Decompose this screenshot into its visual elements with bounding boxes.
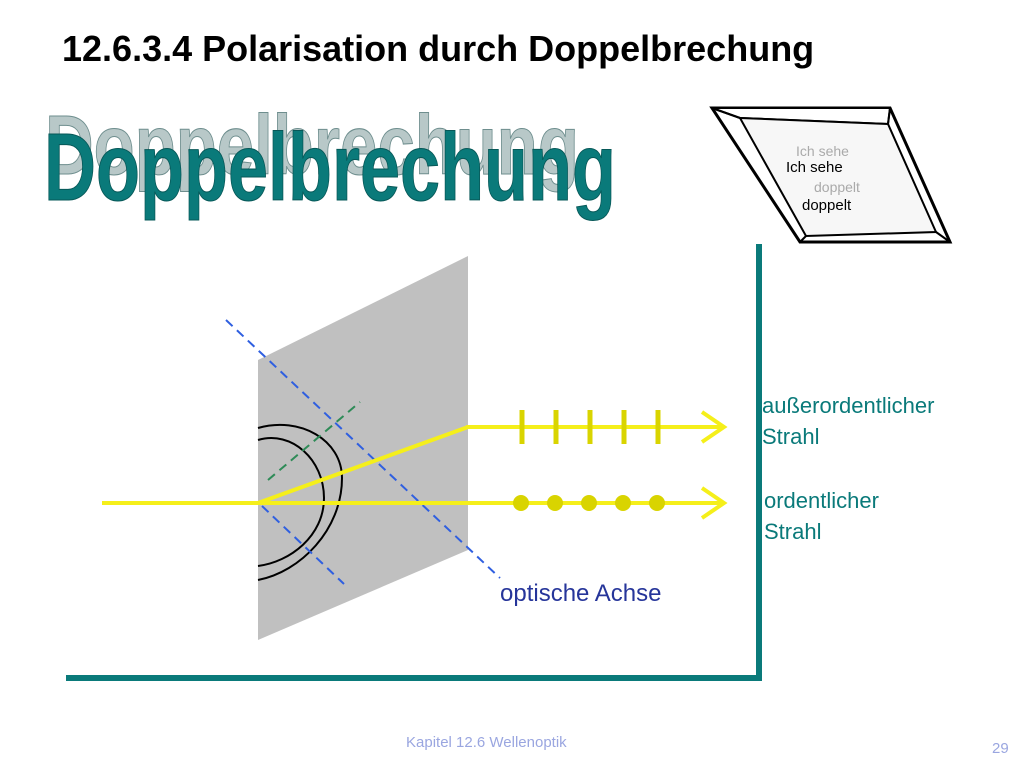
extraordinary-polarization-marks [519,410,661,444]
ordinary-ray-label-line2: Strahl [764,519,822,544]
optical-axis-main [225,319,501,579]
crystal-ghost-line1: Ich sehe [796,143,849,159]
optical-axis-label: optische Achse [500,580,662,607]
ordinary-ray-label: ordentlicher Strahl [764,485,879,547]
ordinary-arrowhead [700,486,728,520]
page-number: 29 [992,740,1009,757]
green-dashed-line [267,401,361,481]
wavefront-sphere [257,437,326,567]
extraordinary-ray-label: außerordentlicher Strahl [762,390,934,452]
wordart-shadow: Doppelbrechung [45,99,579,193]
wordart-title: Doppelbrechung Doppelbrechung [44,98,617,220]
calcite-crystal: Ich sehe Ich sehe doppelt doppelt [709,106,953,244]
wavefront-ellipse [257,423,344,581]
ordinary-polarization-dots [513,495,665,511]
optical-axis-secondary [261,505,345,585]
extraordinary-beam-in-crystal [257,425,469,505]
crystal-line1: Ich sehe [786,159,843,176]
footer-chapter: Kapitel 12.6 Wellenoptik [406,734,567,751]
crystal-line2: doppelt [802,197,852,214]
extraordinary-ray-label-line2: Strahl [762,424,820,449]
wordart-main: Doppelbrechung [44,113,616,220]
ordinary-ray-label-line1: ordentlicher [764,488,879,513]
crystal-ghost-line2: doppelt [814,179,860,195]
extraordinary-ray-label-line1: außerordentlicher [762,393,935,418]
extraordinary-arrowhead [700,410,728,444]
slide-title: 12.6.3.4 Polarisation durch Doppelbrechu… [62,28,815,69]
